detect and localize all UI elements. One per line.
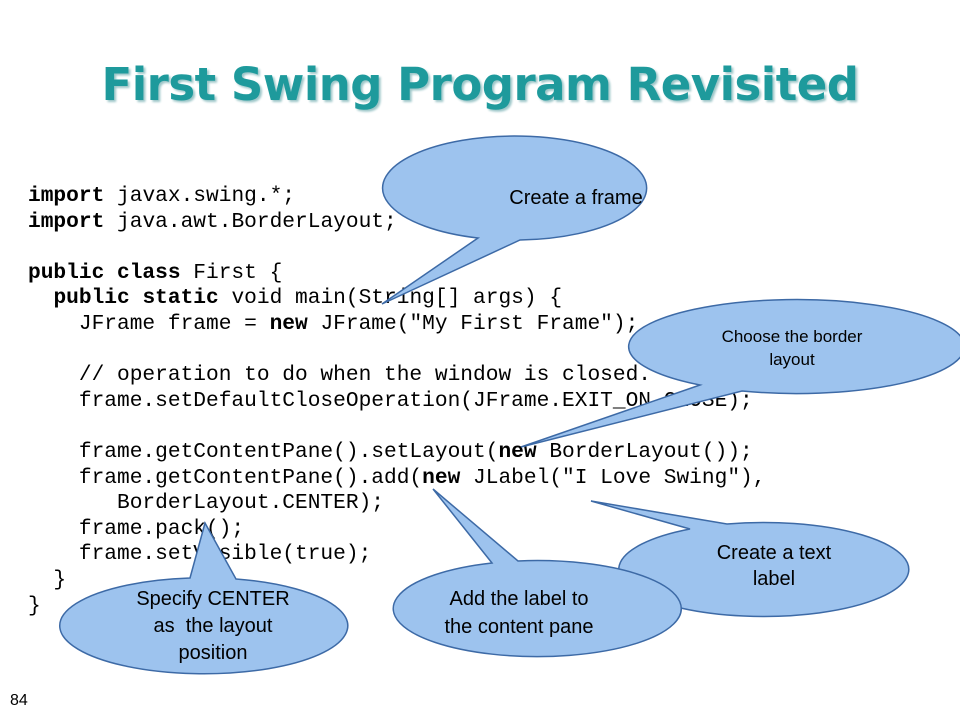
- callout-text-label-line1: Create a text: [716, 542, 832, 564]
- callout-add-label-line1: Add the label to: [449, 588, 589, 610]
- code-keyword: new: [269, 311, 308, 336]
- code-text: // operation to do when the window is cl…: [28, 363, 652, 388]
- callout-text-label-text: Create a text label: [630, 540, 918, 592]
- code-line: import javax.swing.*;: [28, 184, 765, 210]
- code-keyword: public class: [28, 260, 181, 285]
- page-number: 84: [10, 692, 28, 709]
- code-text: JLabel("I Love Swing"),: [460, 465, 766, 490]
- callout-border-layout-text: Choose the border layout: [625, 325, 959, 371]
- code-keyword: import: [28, 209, 105, 234]
- code-text: JFrame("My First Frame");: [307, 311, 639, 336]
- code-keyword: new: [422, 465, 461, 490]
- code-line: public class First {: [28, 261, 765, 287]
- code-line: }: [28, 568, 765, 594]
- callout-add-label-bubble: [392, 488, 682, 658]
- slide-title: First Swing Program Revisited: [101, 58, 859, 111]
- callout-add-label-text: Add the label to the content pane: [375, 585, 663, 641]
- code-text: First {: [180, 260, 283, 285]
- callout-center-line1: Specify CENTER: [136, 588, 290, 610]
- code-text: frame.getContentPane().add(: [28, 465, 423, 490]
- code-line: frame.getContentPane().add(new JLabel("I…: [28, 465, 766, 492]
- code-line: public static void main(String[] args) {: [28, 286, 765, 312]
- callout-text-label-bubble: [590, 500, 910, 618]
- code-line: }: [28, 594, 765, 620]
- code-line: frame.pack();: [28, 517, 765, 543]
- code-text: frame.pack();: [28, 516, 245, 541]
- code-line: // operation to do when the window is cl…: [28, 363, 765, 389]
- code-text: }: [28, 567, 67, 592]
- callout-border-layout-line1: Choose the border: [721, 327, 863, 346]
- callout-create-frame-bubble: [381, 135, 648, 305]
- callout-border-layout-line2: layout: [769, 350, 815, 369]
- callout-create-frame-label: Create a frame: [509, 187, 643, 209]
- callout-text-label-line2: label: [752, 568, 796, 590]
- code-line: frame.getContentPane().setLayout(new Bor…: [28, 440, 765, 466]
- code-keyword: public static: [53, 286, 219, 311]
- code-line: import java.awt.BorderLayout;: [28, 210, 765, 236]
- callout-border-layout-bubble: [520, 298, 960, 448]
- code-text: BorderLayout.CENTER);: [28, 491, 385, 516]
- code-text: JFrame frame =: [28, 311, 270, 336]
- callout-center-bubble: [59, 521, 349, 675]
- callout-center-text: Specify CENTER as the layout position: [69, 586, 357, 667]
- callout-center-line3: position: [178, 642, 248, 664]
- code-line: JFrame frame = new JFrame("My First Fram…: [28, 312, 765, 338]
- callout-add-label-line2: the content pane: [444, 616, 594, 638]
- code-text: javax.swing.*;: [104, 184, 296, 208]
- code-line: BorderLayout.CENTER);: [28, 491, 765, 517]
- code-block: import javax.swing.*;import java.awt.Bor…: [28, 184, 765, 619]
- code-text: BorderLayout());: [536, 439, 753, 464]
- code-text: }: [28, 593, 41, 618]
- code-text: void main(String[] args) {: [231, 286, 563, 311]
- callout-center-line2: as the layout: [153, 615, 273, 637]
- code-keyword: import: [28, 184, 105, 208]
- code-text: frame.getContentPane().setLayout(: [28, 439, 499, 464]
- callout-create-frame-text: Create a frame: [445, 186, 707, 210]
- code-text: java.awt.BorderLayout;: [104, 209, 397, 234]
